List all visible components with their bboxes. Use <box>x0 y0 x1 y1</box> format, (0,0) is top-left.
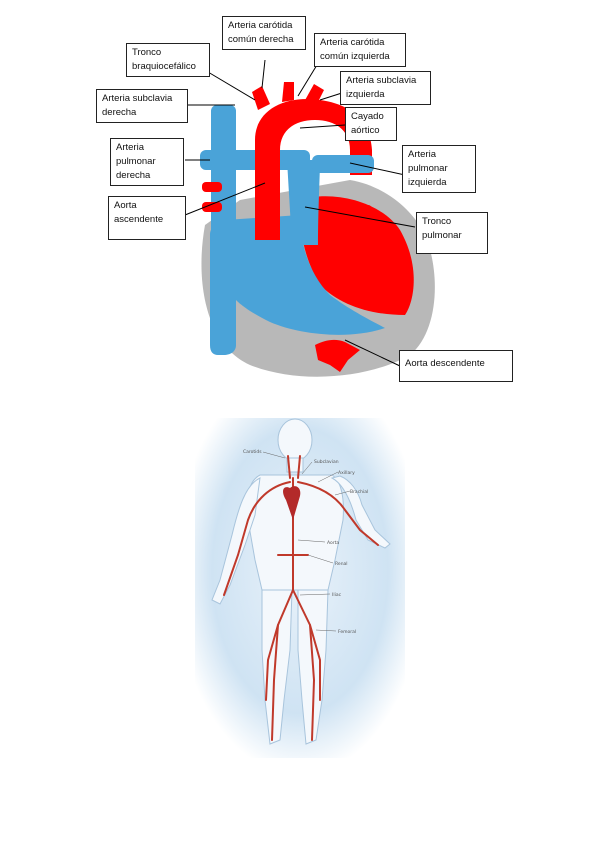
left-leg <box>297 589 329 745</box>
label-line: Arteria carótida <box>320 37 385 48</box>
label-line <box>334 490 351 496</box>
carotid-vessel <box>297 455 301 479</box>
left-carotid <box>282 82 294 102</box>
body-silhouette <box>211 418 391 745</box>
brachiocephalic-trunk <box>252 86 270 110</box>
right-arm <box>211 477 261 605</box>
carotid-vessel <box>287 455 291 479</box>
superior-vena-cava <box>211 105 236 245</box>
label-line: izquierda <box>346 89 385 100</box>
label-pulmonar-derecha: Arteria pulmonar derecha <box>110 138 184 186</box>
aortic-arch <box>255 99 372 241</box>
label-line: izquierda <box>408 177 447 188</box>
label-cayado-aortico: Cayado aórtico <box>345 107 397 141</box>
pulmonary-trunk-shape <box>287 160 320 245</box>
pulmonary-vein-stub <box>202 182 222 192</box>
label-line: común izquierda <box>320 51 390 62</box>
label-line: Tronco <box>422 216 452 227</box>
label-subclavian: Subclavian <box>314 459 339 465</box>
label-line <box>297 539 326 543</box>
descending-aorta <box>315 339 360 372</box>
pointer-line <box>184 182 266 216</box>
label-line: Arteria subclavia <box>102 93 173 104</box>
pointer-line <box>261 59 266 89</box>
label-brachial: Brachial <box>350 489 368 495</box>
left-subclavian <box>304 84 324 106</box>
label-line: Arteria subclavia <box>346 75 417 86</box>
right-leg-branch <box>265 624 279 701</box>
heart-small <box>283 486 301 520</box>
label-line: Arteria carótida <box>228 20 293 31</box>
label-line: ascendente <box>114 214 164 225</box>
label-carotida-derecha: Arteria carótida común derecha <box>222 16 306 50</box>
label-aorta-descendente: Aorta descendente <box>399 350 513 382</box>
label-line: Aorta descendente <box>405 358 485 369</box>
label-line: pulmonar <box>116 156 156 167</box>
label-line: braquiocefálico <box>132 61 196 72</box>
pulmonary-vein-stub <box>350 205 372 215</box>
left-arm-vessel <box>297 481 379 546</box>
right-leg <box>261 589 293 745</box>
label-line: derecha <box>116 170 151 181</box>
pointer-line <box>207 71 256 101</box>
label-subclavia-derecha: Arteria subclavia derecha <box>96 89 188 123</box>
label-line <box>315 629 337 632</box>
right-atrium-ventricle <box>210 215 385 355</box>
head <box>277 418 313 462</box>
label-carotids: Carotids <box>243 449 262 455</box>
label-line: Cayado <box>351 111 384 122</box>
left-leg-branch <box>309 624 321 701</box>
neck <box>286 457 304 473</box>
label-line <box>301 461 313 475</box>
pulmonary-vein-stub <box>202 202 222 212</box>
arteries <box>223 455 379 741</box>
label-line <box>317 471 339 483</box>
pointer-line <box>304 206 416 228</box>
right-arm-vessel <box>223 481 291 596</box>
label-line <box>307 554 334 564</box>
torso <box>246 474 344 591</box>
label-aorta-ascendente: Aorta ascendente <box>108 196 186 240</box>
label-subclavia-izquierda: Arteria subclavia izquierda <box>340 71 431 105</box>
label-line: Aorta <box>114 200 137 211</box>
pointer-line <box>299 124 346 129</box>
label-line: Tronco <box>132 47 162 58</box>
label-line <box>262 451 286 459</box>
label-line: Arteria <box>408 149 436 160</box>
pointer-line <box>344 339 401 367</box>
label-line: pulmonar <box>408 163 448 174</box>
left-arm <box>330 475 391 549</box>
heart-diagram <box>165 59 435 377</box>
label-pulmonar-izquierda: Arteria pulmonar izquierda <box>402 145 476 193</box>
label-axillary: Axillary <box>338 470 355 476</box>
left-pulmonary-artery-shape <box>312 155 374 173</box>
label-aorta: Aorta <box>327 540 339 546</box>
label-lines <box>262 451 351 632</box>
label-line: Arteria <box>116 142 144 153</box>
label-carotida-izquierda: Arteria carótida común izquierda <box>314 33 406 67</box>
label-tronco-pulmonar: Tronco pulmonar <box>416 212 488 254</box>
label-tronco-braquiocefalico: Tronco braquiocefálico <box>126 43 210 77</box>
pointer-line <box>349 162 406 176</box>
label-line: común derecha <box>228 34 294 45</box>
label-line: pulmonar <box>422 230 462 241</box>
label-line: aórtico <box>351 125 380 136</box>
label-line <box>299 593 331 596</box>
right-leg-vessel <box>271 589 294 741</box>
label-renal: Renal <box>335 561 348 567</box>
label-femoral: Femoral <box>338 629 356 635</box>
pulmonary-vein-stub <box>355 222 377 232</box>
body-background <box>195 418 405 758</box>
left-ventricle <box>299 196 414 315</box>
label-iliac: Iliac <box>332 592 342 598</box>
label-line: derecha <box>102 107 137 118</box>
left-leg-vessel <box>292 589 316 741</box>
